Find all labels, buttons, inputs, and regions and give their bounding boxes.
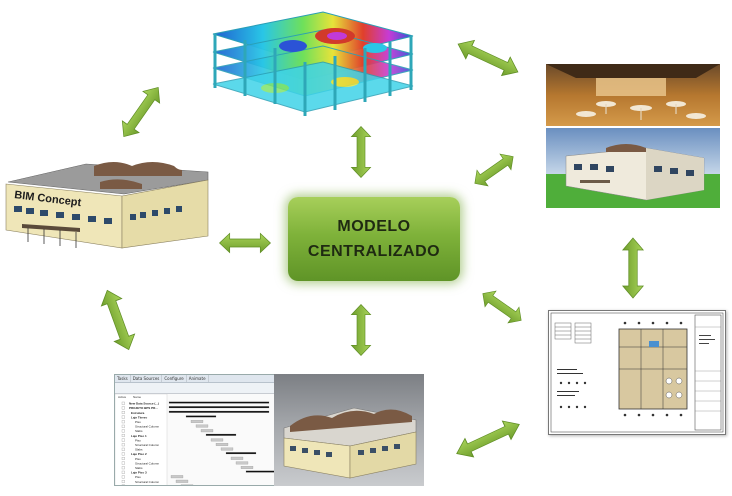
gantt-active-checkbox[interactable] [121,424,125,428]
gantt-task-row[interactable]: Structural Column [135,425,159,429]
gantt-task-row[interactable]: Piso [135,420,141,424]
gantt-header: Active Name [118,395,141,399]
gantt-task-row[interactable]: Slabs [135,484,143,486]
gantt-task-row[interactable]: Laje Piso 1 [131,434,147,438]
gantt-active-checkbox[interactable] [121,429,125,433]
double-arrow-icon [351,304,371,356]
gantt-bar[interactable] [205,433,237,436]
gantt-bar[interactable] [235,461,249,465]
gantt-active-checkbox[interactable] [121,447,125,451]
gantt-task-row[interactable]: PROJETO BPS PR... [129,406,158,410]
gantt-bar[interactable] [200,429,214,433]
gantt-active-checkbox[interactable] [121,457,125,460]
gantt-active-checkbox[interactable] [121,484,125,486]
double-arrow-icon [451,414,525,464]
gantt-task-row[interactable]: Laje Térreo [131,415,147,419]
double-arrow-icon [477,285,527,329]
gantt-task-row[interactable]: Piso [135,475,141,479]
gantt-bar[interactable] [215,443,229,446]
double-arrow-icon [469,148,519,192]
building-3d-render [274,374,424,486]
gantt-bar[interactable] [170,475,184,479]
gantt-tab-bar: Tasks Data Sources Configure Animate [115,375,275,383]
gantt-active-checkbox[interactable] [121,434,125,437]
floor-plan-sheet [548,310,726,435]
gantt-bar[interactable] [180,484,194,486]
gantt-bar[interactable] [168,406,270,409]
gantt-bar[interactable] [230,456,244,460]
center-title-line2: CENTRALIZADO [307,243,441,260]
gantt-task-row[interactable]: Laje Piso 3 [131,471,147,475]
gantt-toolbar [115,383,275,394]
gantt-bar[interactable] [168,401,270,404]
gantt-active-checkbox[interactable] [121,406,125,410]
gantt-bar[interactable] [220,447,234,451]
gantt-task-row[interactable]: Estrutura [131,411,145,415]
double-arrow-icon [453,34,523,82]
gantt-column-header: Name [133,395,141,399]
gantt-bar[interactable] [210,438,224,442]
bim-concept-building: BIM Concept [5,162,209,249]
gantt-bar[interactable] [175,479,189,483]
gantt-bar[interactable] [195,424,209,428]
tab-configure[interactable]: Configure [162,375,187,382]
central-model-box: MODELO CENTRALIZADO [288,197,460,281]
gantt-bar[interactable] [168,410,270,413]
gantt-active-checkbox[interactable] [121,466,125,470]
gantt-task-row[interactable]: Slabs [135,429,143,433]
gantt-task-row[interactable]: Piso [135,457,141,461]
gantt-task-row[interactable]: Slabs [135,466,143,470]
gantt-bar[interactable] [245,470,275,473]
gantt-bar[interactable] [185,415,217,418]
gantt-column-header: Active [118,395,127,399]
floor-plan-drawing [550,312,724,433]
tab-data-sources[interactable]: Data Sources [131,375,163,382]
gantt-active-checkbox[interactable] [121,401,125,405]
interior-render-photo [546,64,720,126]
gantt-active-checkbox[interactable] [121,415,125,419]
gantt-active-checkbox[interactable] [121,420,125,424]
double-arrow-icon [115,81,167,143]
columns [213,34,413,116]
tab-animate[interactable]: Animate [187,375,209,382]
gantt-task-row[interactable]: Structural Column [135,461,159,465]
gantt-active-checkbox[interactable] [121,411,125,414]
structural-analysis-model [212,11,414,116]
gantt-task-row[interactable]: Slabs [135,448,143,452]
gantt-active-checkbox[interactable] [121,438,125,442]
gantt-active-checkbox[interactable] [121,480,125,483]
double-arrow-icon [622,237,644,299]
gantt-bar[interactable] [225,452,257,455]
double-arrow-icon [96,286,140,354]
gantt-active-checkbox[interactable] [121,470,125,474]
center-title-line1: MODELO [337,218,411,235]
gantt-active-checkbox[interactable] [121,443,125,447]
exterior-render-photo [546,128,720,208]
gantt-active-checkbox[interactable] [121,452,125,456]
double-arrow-icon [219,233,271,253]
gantt-active-checkbox[interactable] [121,461,125,465]
gantt-task-row[interactable]: New Data Source (...) [129,402,159,406]
tab-tasks[interactable]: Tasks [115,375,131,382]
gantt-active-checkbox[interactable] [121,475,125,479]
gantt-schedule-window: Tasks Data Sources Configure Animate Act… [114,374,276,486]
gantt-task-row[interactable]: Structural Column [135,480,159,484]
double-arrow-icon [351,126,371,178]
gantt-bar[interactable] [240,466,254,469]
gantt-bar[interactable] [190,420,204,423]
gantt-task-row[interactable]: Structural Column [135,443,159,447]
gantt-task-row[interactable]: Piso [135,438,141,442]
gantt-task-row[interactable]: Laje Piso 2 [131,452,147,456]
